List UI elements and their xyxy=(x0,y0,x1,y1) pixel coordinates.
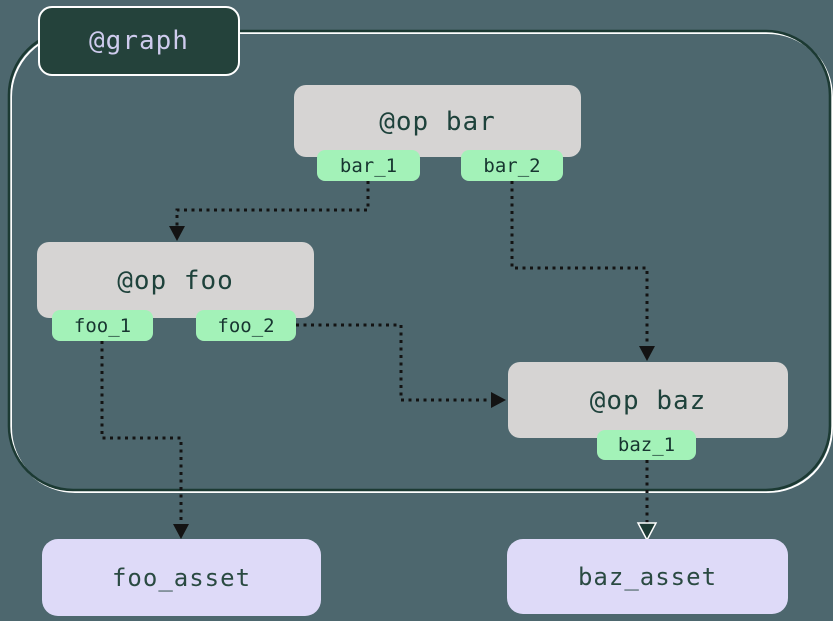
output-tab-baz-1-label: baz_1 xyxy=(617,434,676,456)
arrowhead-foo2-to-baz xyxy=(491,392,506,408)
op-foo-title: @op foo xyxy=(117,266,234,296)
asset-baz-label: baz_asset xyxy=(577,562,718,591)
edge-bar1-to-foo xyxy=(175,181,370,226)
edge-bar2-to-baz xyxy=(510,181,649,346)
edge-foo2-to-baz xyxy=(296,323,491,402)
asset-node-baz-asset[interactable]: baz_asset xyxy=(507,539,788,614)
op-node-baz[interactable]: @op baz xyxy=(508,362,788,438)
output-tab-bar-2[interactable]: bar_2 xyxy=(461,150,563,181)
output-tab-bar-1[interactable]: bar_1 xyxy=(317,150,420,181)
output-tab-foo-2-label: foo_2 xyxy=(217,314,275,337)
op-node-foo[interactable]: @op foo xyxy=(37,242,314,318)
graph-label: @graph xyxy=(38,6,240,76)
asset-node-foo-asset[interactable]: foo_asset xyxy=(42,539,321,616)
graph-boundary xyxy=(7,29,832,492)
arrowhead-foo1-to-foo-asset xyxy=(173,524,189,539)
output-tab-bar-2-label: bar_2 xyxy=(483,154,541,177)
op-bar-title: @op bar xyxy=(379,107,496,137)
output-tab-baz-1[interactable]: baz_1 xyxy=(597,430,696,460)
output-tab-foo-2[interactable]: foo_2 xyxy=(196,310,296,341)
arrowhead-bar1-to-foo xyxy=(169,226,185,241)
op-baz-title: @op baz xyxy=(589,386,707,416)
output-tab-foo-1-label: foo_1 xyxy=(73,314,132,337)
output-tab-bar-1-label: bar_1 xyxy=(339,154,398,177)
output-tab-foo-1[interactable]: foo_1 xyxy=(52,310,153,341)
edge-foo1-to-foo-asset xyxy=(100,341,183,524)
arrowhead-bar2-to-baz xyxy=(639,346,655,361)
asset-foo-label: foo_asset xyxy=(111,563,252,592)
op-node-bar[interactable]: @op bar xyxy=(294,85,581,157)
arrowhead-baz1-to-baz-asset xyxy=(636,522,658,542)
graph-label-text: @graph xyxy=(89,26,189,56)
graph-boundary-highlight xyxy=(10,32,833,493)
